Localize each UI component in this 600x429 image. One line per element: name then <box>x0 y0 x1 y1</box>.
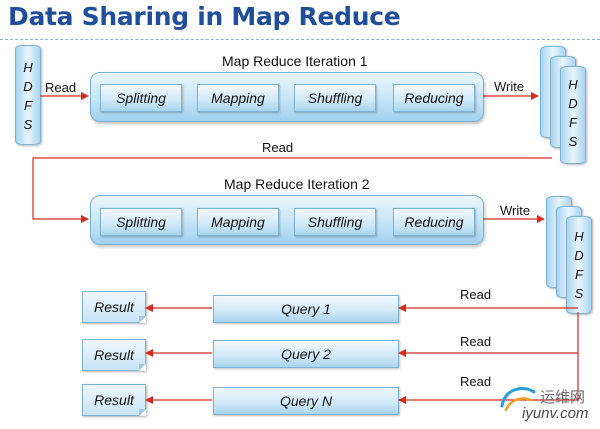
label-read-query-2: Read <box>460 334 492 349</box>
label-write-2: Write <box>500 203 531 218</box>
iteration-2-title: Map Reduce Iteration 2 <box>224 176 370 192</box>
hdfs-label: H D F S <box>574 229 584 301</box>
hdfs-label: H D F S <box>23 60 33 132</box>
diagram-title: Data Sharing in Map Reduce <box>8 2 401 31</box>
iteration-2-shuffling: Shuffling <box>294 208 376 236</box>
iteration-1-splitting: Splitting <box>100 84 182 112</box>
iteration-1-shuffling: Shuffling <box>294 84 376 112</box>
iteration-2-reducing: Reducing <box>393 208 475 236</box>
title-divider <box>0 39 600 40</box>
watermark-logo-icon <box>500 387 536 412</box>
hdfs-output-1-front: H D F S <box>560 66 586 164</box>
iteration-2-splitting: Splitting <box>100 208 182 236</box>
label-read-input: Read <box>45 80 77 95</box>
iteration-1-mapping: Mapping <box>197 84 279 112</box>
hdfs-output-2-front: H D F S <box>566 216 592 314</box>
iteration-1-title: Map Reduce Iteration 1 <box>222 53 368 69</box>
label-read-query-1: Read <box>460 287 492 302</box>
iteration-2-mapping: Mapping <box>197 208 279 236</box>
watermark-domain: iyunv.com <box>522 405 589 422</box>
query-2-box: Query 2 <box>213 340 399 368</box>
query-1-box: Query 1 <box>213 295 399 323</box>
label-write-1: Write <box>494 79 525 94</box>
read-arrow-query-n <box>398 353 579 404</box>
result-n-document: Result <box>82 384 146 416</box>
label-read-query-n: Read <box>460 374 492 389</box>
hdfs-label: H D F S <box>568 77 578 149</box>
query-n-box: Query N <box>213 387 399 415</box>
hdfs-input-store: H D F S <box>15 45 41 145</box>
read-arrow-loop <box>32 157 552 223</box>
iteration-1-reducing: Reducing <box>393 84 475 112</box>
label-read-loop: Read <box>262 140 294 155</box>
watermark-chinese: 运维网 <box>540 388 586 406</box>
result-2-document: Result <box>82 339 146 371</box>
